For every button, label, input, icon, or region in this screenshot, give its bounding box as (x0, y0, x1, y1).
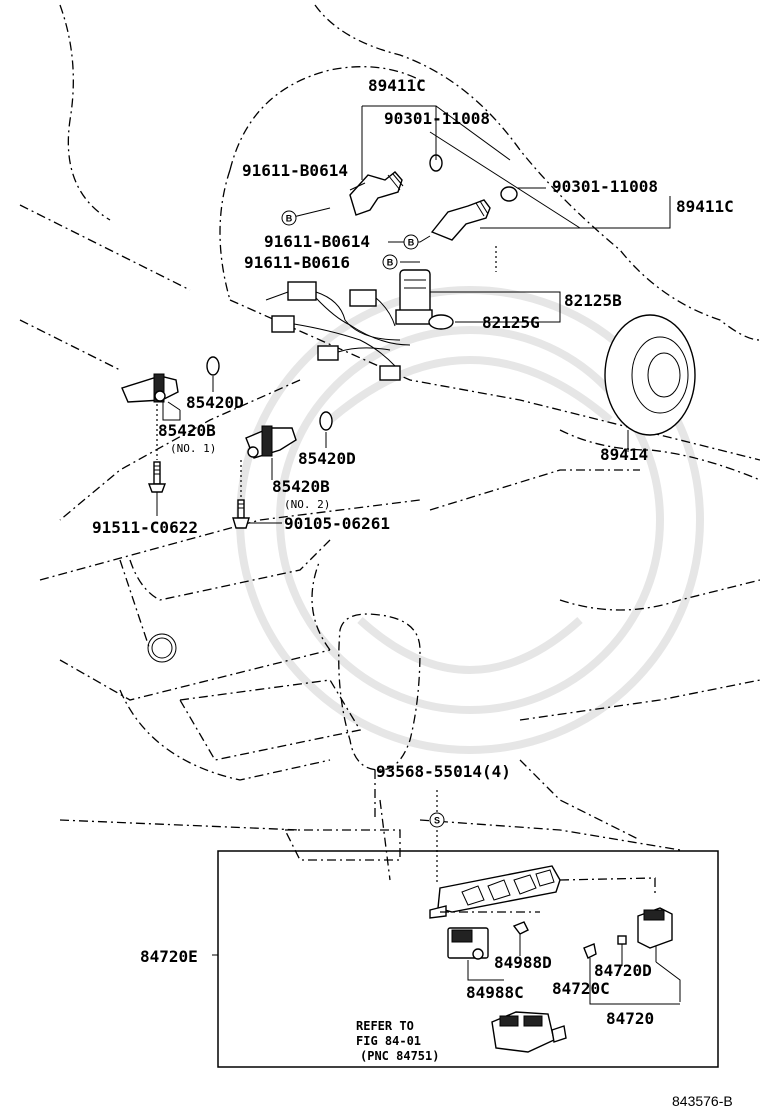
leader-lines (156, 105, 671, 524)
label-no2: (NO. 2) (284, 498, 330, 511)
svg-text:B: B (387, 258, 394, 268)
speaker-89414 (604, 314, 696, 445)
label-91611-b0614-b: 91611-B0614 (264, 232, 370, 251)
washer-pump-no1 (121, 373, 179, 403)
label-84988d: 84988D (494, 953, 552, 972)
label-93568: 93568-55014(4) (376, 762, 511, 781)
figure-code: 843576-B (672, 1093, 733, 1109)
label-no1: (NO. 1) (170, 442, 216, 455)
washer-pump-no2 (245, 425, 297, 459)
refer-line-3: (PNC 84751) (360, 1049, 439, 1063)
switch-84751-ref (491, 1011, 567, 1053)
shift-knob (338, 613, 421, 820)
seal-85420d-a (206, 356, 220, 376)
label-89414: 89414 (600, 445, 648, 464)
bolt-mark-2: B (403, 234, 419, 250)
bulb-84720c (583, 943, 597, 990)
label-85420d-a: 85420D (186, 393, 244, 412)
label-89411c-top: 89411C (368, 76, 426, 95)
switch-panel-frame (217, 850, 719, 1068)
clip-90301-right (500, 186, 518, 202)
label-85420b-b: 85420B (272, 477, 330, 496)
label-84720d: 84720D (594, 961, 652, 980)
label-84720e: 84720E (140, 947, 198, 966)
switch-bezel-84720e (429, 865, 561, 919)
bulb-84988d (512, 921, 529, 956)
screw-mark: S (429, 812, 445, 828)
label-91511: 91511-C0622 (92, 518, 198, 537)
refer-line-1: REFER TO (356, 1019, 414, 1033)
switch-84720 (637, 907, 681, 1002)
label-85420b-a: 85420B (158, 421, 216, 440)
bezel-dash-line (559, 877, 656, 895)
console-button (147, 633, 177, 663)
label-91611-b0614-a: 91611-B0614 (242, 161, 348, 180)
label-90105: 90105-06261 (284, 514, 390, 533)
label-84988c: 84988C (466, 983, 524, 1002)
refer-line-2: FIG 84-01 (356, 1034, 421, 1048)
bulb-84720d (617, 935, 627, 966)
connector-82125b (395, 269, 433, 325)
bolt-mark-1: B (281, 210, 297, 226)
svg-text:B: B (286, 214, 293, 224)
label-90301-right: 90301-11008 (552, 177, 658, 196)
vehicle-body-outline (19, 4, 760, 881)
label-89411c-right: 89411C (676, 197, 734, 216)
label-82125b: 82125B (564, 291, 622, 310)
label-90301-top: 90301-11008 (384, 109, 490, 128)
label-85420d-b: 85420D (298, 449, 356, 468)
label-84720: 84720 (606, 1009, 654, 1028)
label-82125g: 82125G (482, 313, 540, 332)
label-84720c: 84720C (552, 979, 610, 998)
switch-84988c (447, 927, 504, 981)
watermark-emblem (236, 286, 704, 754)
wire-harness (265, 281, 411, 381)
bolt-91511 (147, 461, 167, 493)
sensor-89411c-top (349, 171, 404, 216)
label-91611-b0616: 91611-B0616 (244, 253, 350, 272)
leader-84720 (589, 990, 680, 1005)
sensor-89411c-right (430, 199, 491, 241)
svg-text:B: B (408, 238, 415, 248)
seal-85420d-b (319, 411, 333, 431)
grommet-82125g (428, 314, 454, 330)
bolt-90105 (232, 499, 250, 529)
bolt-mark-3: B (382, 254, 398, 270)
svg-text:S: S (434, 816, 440, 826)
